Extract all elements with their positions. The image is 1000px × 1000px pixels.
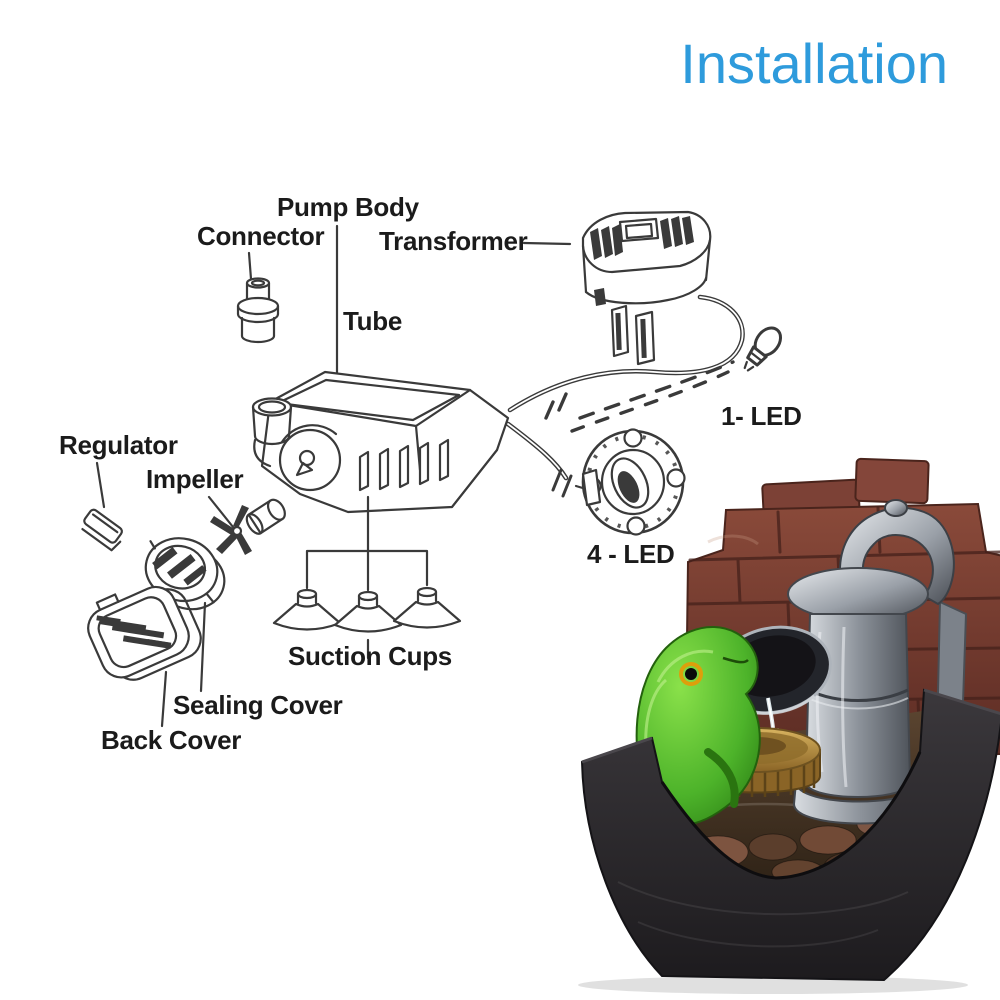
suction-cup [333,590,403,633]
black-basin [580,688,1000,982]
frog-arm [704,748,739,808]
label-sealing-cover: Sealing Cover [173,690,343,720]
label-regulator: Regulator [59,430,178,460]
pump-lid [787,567,929,621]
label-4-led: 4 - LED [587,539,675,569]
page-title: Installation [680,32,948,95]
suction-cup [272,588,342,631]
suction-cups-drawing-icon [272,495,462,660]
label-impeller: Impeller [146,464,244,494]
regulator-drawing-icon [81,508,123,552]
label-back-cover: Back Cover [101,725,242,755]
label-1-led: 1- LED [721,401,802,431]
led1-bulb-icon [743,326,783,372]
label-transformer: Transformer [379,226,528,256]
connector-drawing-icon [236,277,280,344]
label-suction-cups: Suction Cups [288,641,452,671]
sealing-cover-drawing-icon [144,537,226,611]
transformer-drawing-icon [581,210,712,366]
fountain-product-photo [578,457,1000,994]
back-cover-drawing-icon [87,585,202,681]
leader-lines [95,224,572,728]
hand-pump [787,499,968,825]
impeller-drawing-icon [210,498,286,555]
label-connector: Connector [197,221,325,251]
led4-ring-icon [581,428,686,536]
pump-body-drawing-icon [251,370,510,514]
label-pump-body: Pump Body [277,192,419,222]
led-light-dashes [544,360,735,433]
suction-cup [392,586,462,629]
label-tube: Tube [343,306,402,336]
frog-eye [679,662,703,686]
power-cords [505,294,745,498]
